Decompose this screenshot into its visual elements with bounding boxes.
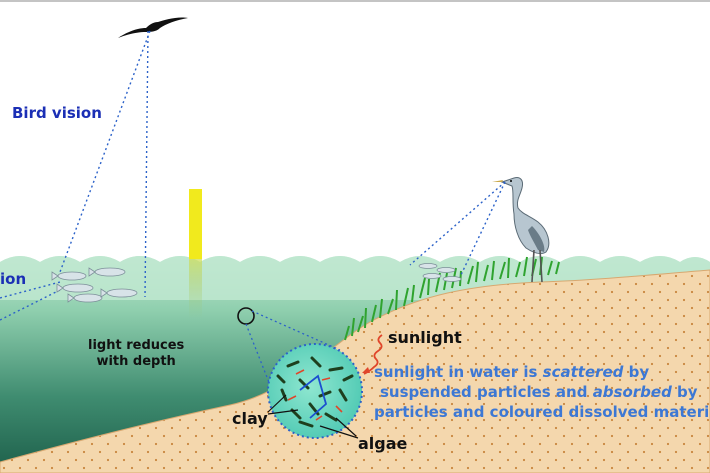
scatter-line1-a: sunlight in water is (374, 363, 543, 381)
light-reduces-label: light reduces with depth (88, 338, 184, 370)
light-reduces-line1: light reduces (88, 338, 185, 353)
heron-fish-icon (418, 263, 462, 282)
scatter-line2-b: absorbed (592, 383, 672, 401)
fish-sight-lines (0, 281, 61, 321)
sun-ray-icon (363, 334, 383, 375)
light-shaft-top (189, 189, 202, 259)
sunlight-label: sunlight (388, 328, 462, 347)
scatter-line2: suspended particles and absorbed by (380, 383, 698, 401)
scatter-line3: particles and coloured dissolved materi (374, 403, 710, 421)
light-reduces-line2: with depth (96, 354, 176, 369)
scatter-line1-b: scattered (542, 363, 624, 381)
scatter-line1: sunlight in water is scattered by (374, 363, 649, 381)
bird-silhouette-icon (118, 17, 188, 38)
label-pointers (267, 394, 359, 439)
algae-label: algae (358, 434, 408, 453)
heron-icon (492, 177, 550, 283)
fish-vision-label: ion (0, 270, 27, 288)
scatter-line2-a: suspended particles and (380, 383, 593, 401)
clay-label: clay (232, 409, 268, 428)
particle-zoom-circle (267, 343, 363, 439)
scatter-line2-c: by (671, 383, 698, 401)
heron-sight-lines (409, 181, 506, 278)
bird-vision-label: Bird vision (12, 104, 102, 122)
scatter-line1-c: by (623, 363, 650, 381)
magnifier-lines (245, 310, 341, 391)
fish-school-icon (51, 267, 138, 303)
bird-sight-lines (59, 30, 151, 298)
